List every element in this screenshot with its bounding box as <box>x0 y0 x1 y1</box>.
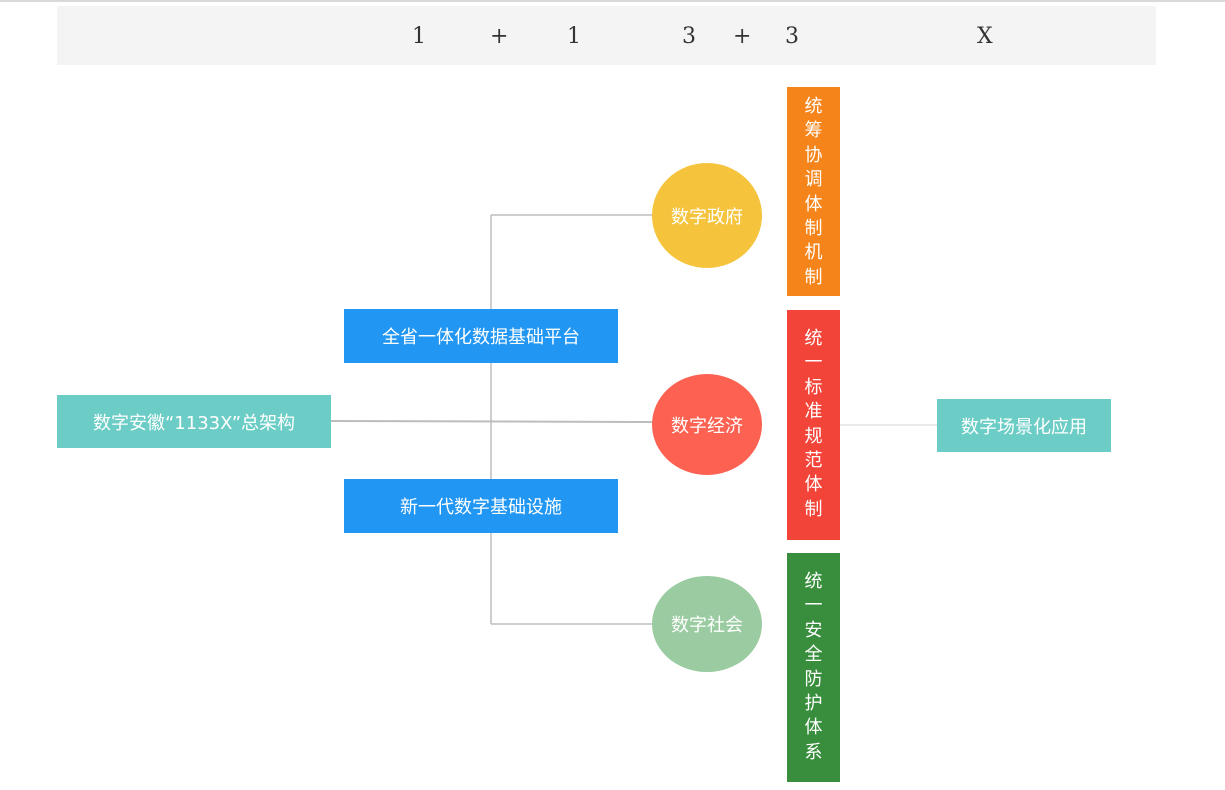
scenarios-node: 数字场景化应用 <box>937 399 1111 452</box>
formula-header: 1 + 1 3 + 3 X <box>57 6 1156 65</box>
standards-bar: 统一标准规范体制 <box>787 310 840 540</box>
formula-1b: 1 <box>567 24 581 49</box>
formula-1a: 1 <box>412 24 426 49</box>
coordination-label: 统筹协调体制机制 <box>804 96 823 288</box>
standards-label: 统一标准规范体制 <box>804 328 823 520</box>
data-platform-node: 全省一体化数据基础平台 <box>344 309 618 363</box>
top-border <box>0 0 1225 2</box>
formula-3b: 3 <box>785 24 799 49</box>
coordination-bar: 统筹协调体制机制 <box>787 87 840 296</box>
root-node: 数字安徽“1133X”总架构 <box>57 395 331 448</box>
society-node: 数字社会 <box>652 576 762 672</box>
security-bar: 统一安全防护体系 <box>787 553 840 782</box>
gov-node: 数字政府 <box>652 163 762 268</box>
formula-plus-a: + <box>490 24 509 49</box>
formula-plus-b: + <box>733 24 752 49</box>
security-label: 统一安全防护体系 <box>804 571 823 763</box>
infrastructure-node: 新一代数字基础设施 <box>344 479 618 533</box>
formula-x: X <box>977 24 993 49</box>
formula-3a: 3 <box>682 24 696 49</box>
economy-node: 数字经济 <box>652 374 762 475</box>
